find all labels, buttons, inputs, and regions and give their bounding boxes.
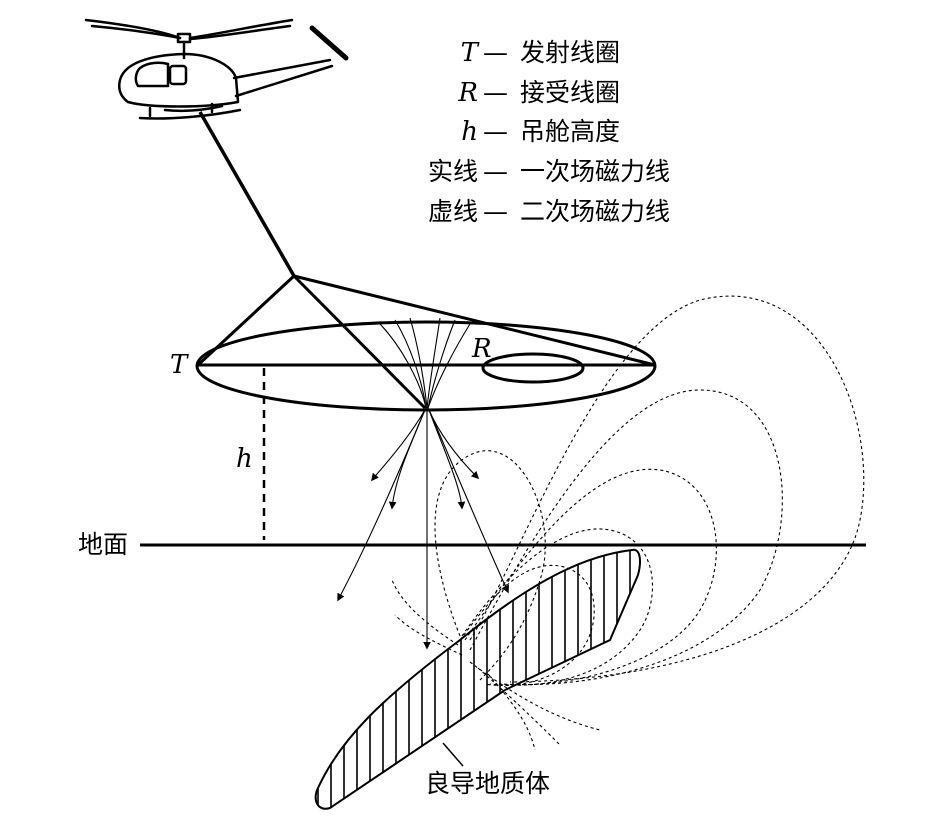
legend-item-transmit: T — 发射线圈: [461, 38, 620, 68]
primary-field-lines: [337, 317, 509, 650]
legend-text: 二次场磁力线: [520, 197, 670, 226]
legend: T — 发射线圈 R — 接受线圈 h — 吊舱高度 实线 — 一次场磁力线 虚…: [428, 38, 670, 226]
transmit-coil-label: T: [170, 350, 189, 380]
height-label: h: [236, 444, 253, 474]
legend-symbol: h: [461, 117, 478, 147]
legend-item-primary: 实线 — 一次场磁力线: [428, 157, 670, 186]
legend-dash: —: [483, 197, 508, 226]
legend-symbol: T: [461, 38, 480, 68]
legend-item-height: h — 吊舱高度: [461, 117, 620, 147]
legend-dash: —: [483, 117, 508, 146]
tow-cable: [198, 111, 296, 277]
legend-dash: —: [483, 78, 508, 107]
legend-item-receive: R — 接受线圈: [457, 78, 620, 108]
legend-text: 接受线圈: [520, 78, 620, 107]
receive-coil-label: R: [471, 334, 492, 364]
conductor-label: 良导地质体: [425, 769, 550, 798]
receive-coil: [481, 352, 585, 384]
secondary-field-lines: [391, 295, 865, 751]
rigging-lines: [196, 274, 656, 410]
helicopter-icon: [84, 18, 349, 120]
legend-text: 吊舱高度: [520, 117, 620, 146]
conductor-body: [314, 548, 641, 810]
legend-symbol: 虚线: [428, 197, 478, 226]
legend-symbol: 实线: [428, 157, 478, 186]
legend-symbol: R: [457, 78, 478, 108]
legend-item-secondary: 虚线 — 二次场磁力线: [428, 197, 670, 226]
legend-text: 发射线圈: [520, 38, 620, 67]
legend-text: 一次场磁力线: [520, 157, 670, 186]
legend-dash: —: [483, 157, 508, 186]
legend-dash: —: [483, 38, 508, 67]
conductor-leader: [442, 742, 464, 767]
ground-label: 地面: [78, 530, 128, 559]
